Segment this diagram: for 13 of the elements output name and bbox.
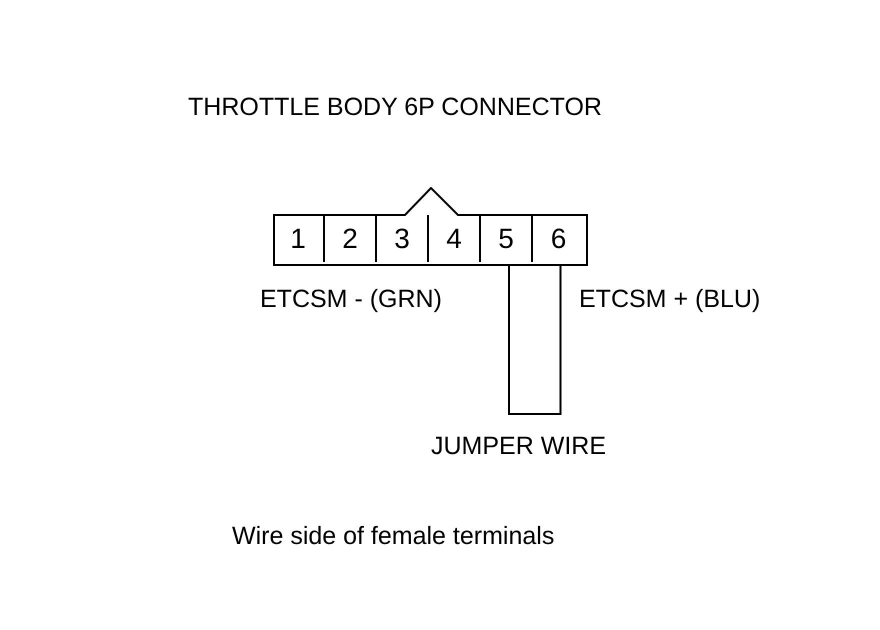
connector-housing: [273, 187, 588, 266]
caption: Wire side of female terminals: [232, 524, 554, 549]
wire-label: ETCSM + (BLU): [579, 287, 760, 312]
terminal-cavity: 2: [325, 215, 377, 262]
jumper-wire: [508, 266, 562, 415]
terminal-cavity: 4: [429, 215, 481, 262]
terminal-cavity: 3: [377, 215, 429, 262]
edge-label: JUMPER WIRE: [431, 434, 606, 459]
terminal-cavity: 5: [481, 215, 533, 262]
diagram-title: THROTTLE BODY 6P CONNECTOR: [188, 95, 602, 120]
wire-label: ETCSM - (GRN): [260, 287, 442, 312]
terminal-cavity: 6: [533, 215, 584, 262]
terminal-cavity: 1: [273, 215, 325, 262]
